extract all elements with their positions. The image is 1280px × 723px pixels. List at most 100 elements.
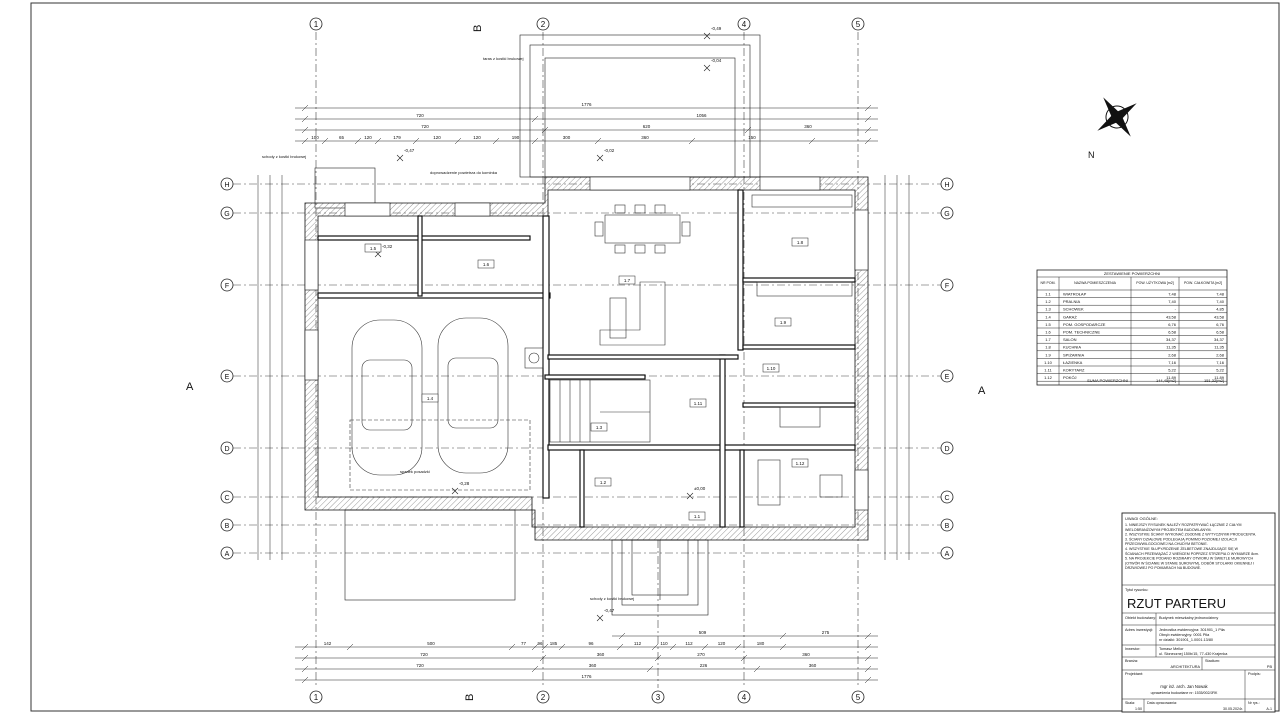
level-mark: -0,28	[459, 481, 470, 486]
dimension-tick	[864, 654, 872, 662]
date-value: 30.05.2024r.	[1223, 707, 1243, 711]
dimension-value: 185	[550, 641, 558, 646]
dimension-value: 720	[420, 652, 428, 657]
dimension-value: 360	[589, 663, 597, 668]
table-cell: POM. TECHNICZNE	[1063, 330, 1100, 335]
dimension-tick	[688, 137, 696, 145]
dimension-tick	[354, 137, 362, 145]
table-header: NAZWA POMIESZCZENIA	[1074, 281, 1117, 285]
dimension-value: 360	[809, 663, 817, 668]
level-mark-icon	[451, 487, 459, 495]
dimension-value: 142	[324, 641, 332, 646]
dimension-value: 96	[588, 641, 594, 646]
table-cell: 7,48	[1168, 292, 1177, 297]
grid-bubble	[220, 546, 234, 560]
table-cell: KUCHNIA	[1063, 345, 1081, 350]
table-cell: 34,37	[1214, 337, 1225, 342]
dimension-tick	[531, 643, 539, 651]
level-marks: -0,47-0,02-0,49-0,04-0,47±0,00-0,28-0,32	[374, 26, 722, 622]
room-number: 1.1	[694, 514, 701, 519]
level-mark-icon	[596, 614, 604, 622]
table-cell: 1.3	[1045, 307, 1051, 312]
dimension-value: 720	[416, 113, 424, 118]
dimension-value: 509	[699, 630, 707, 635]
grid-label: G	[224, 211, 229, 218]
table-cell: 5,22	[1216, 368, 1225, 373]
drawing-title: RZUT PARTERU	[1127, 596, 1226, 611]
room-number: 1.3	[596, 425, 603, 430]
grid-label: A	[945, 551, 950, 558]
grid-bubble	[940, 546, 954, 560]
dimension-value: 120	[718, 641, 726, 646]
room-tag	[421, 393, 439, 403]
dimension-tick	[558, 643, 566, 651]
room-number: 1.11	[694, 401, 703, 406]
dimension-value: 270	[697, 652, 705, 657]
note-line: 3. ŚCIANY DZIAŁOWE PODLEGAJĄ POMIMO POZI…	[1125, 536, 1237, 541]
table-cell: POM. GOSPODARCZE	[1063, 322, 1106, 327]
dimension-value: 300	[563, 135, 571, 140]
dimension-tick	[864, 126, 872, 134]
grid-label: 1	[314, 693, 319, 702]
grid-bubble	[220, 177, 234, 191]
dimension-tick	[651, 643, 659, 651]
table-header: POW. CAŁKOWITA [m2]	[1184, 281, 1222, 285]
dimension-value: 620	[643, 124, 651, 129]
level-mark: -0,47	[404, 148, 415, 153]
room-tag	[688, 511, 706, 521]
table-cell: 1.9	[1045, 352, 1051, 357]
scale-label: Skala:	[1125, 701, 1135, 705]
grid-label: 5	[856, 693, 861, 702]
branch-value: ARCHITEKTURA	[1170, 665, 1200, 669]
dimension-tick	[531, 137, 539, 145]
dimension-tick	[740, 654, 748, 662]
dimension-tick	[301, 676, 309, 684]
room-number: 1.10	[767, 366, 776, 371]
dimension-tick	[301, 137, 309, 145]
table-cell: 1.11	[1044, 368, 1052, 373]
dimension-tick	[864, 137, 872, 145]
table-cell: 11,35	[1166, 345, 1176, 350]
table-cell: 6,58	[1216, 330, 1225, 335]
dimension-value: 720	[416, 663, 424, 668]
table-sum-usable: 144,45[m2]	[1156, 378, 1176, 383]
room-tag	[791, 237, 809, 247]
branch-label: Branża:	[1125, 659, 1138, 663]
dimension-value: 360	[802, 652, 810, 657]
grid-bubble	[536, 690, 550, 704]
table-sum-label: SUMA POWIERZCHNI	[1087, 378, 1128, 383]
table-cell: 11,89	[1166, 375, 1176, 380]
table-cell: 1.8	[1045, 345, 1051, 350]
grid-label: E	[225, 374, 230, 381]
table-cell: KORYTARZ	[1063, 368, 1085, 373]
dimension-tick	[374, 137, 382, 145]
dimension-tick	[864, 632, 872, 640]
dimension-value: 500	[427, 641, 435, 646]
dimension-tick	[508, 643, 516, 651]
level-mark-icon	[703, 64, 711, 72]
dimension-value: 1776	[581, 102, 592, 107]
note-line: DRZWIOWEJ PO POMIARACH NA BUDOWIE.	[1125, 566, 1201, 570]
grid-bubble	[220, 278, 234, 292]
date-label: Data opracowania:	[1147, 701, 1177, 705]
title-block: UWAGI OGÓLNE:1. NINIEJSZY RYSUNEK NALEŻY…	[1121, 512, 1276, 713]
grid-label: F	[225, 283, 229, 290]
dimension-tick	[864, 665, 872, 673]
investor-label: Inwestor:	[1125, 647, 1140, 651]
table-cell: 43,58	[1214, 314, 1225, 319]
grid-label: H	[224, 182, 229, 189]
dimension-tick	[301, 115, 309, 123]
grid-bubble	[536, 17, 550, 31]
section-mark-b-bottom: B	[464, 694, 476, 701]
dimension-tick	[346, 643, 354, 651]
dimension-value: 112	[685, 641, 693, 646]
dimension-tick	[864, 676, 872, 684]
room-tag	[477, 259, 495, 269]
investor-line: ul. Słonecznej 150b/15, 77-430 Krajenka	[1159, 652, 1228, 656]
walls	[304, 176, 869, 541]
grid-label: C	[224, 495, 229, 502]
grid-label: D	[224, 446, 229, 453]
